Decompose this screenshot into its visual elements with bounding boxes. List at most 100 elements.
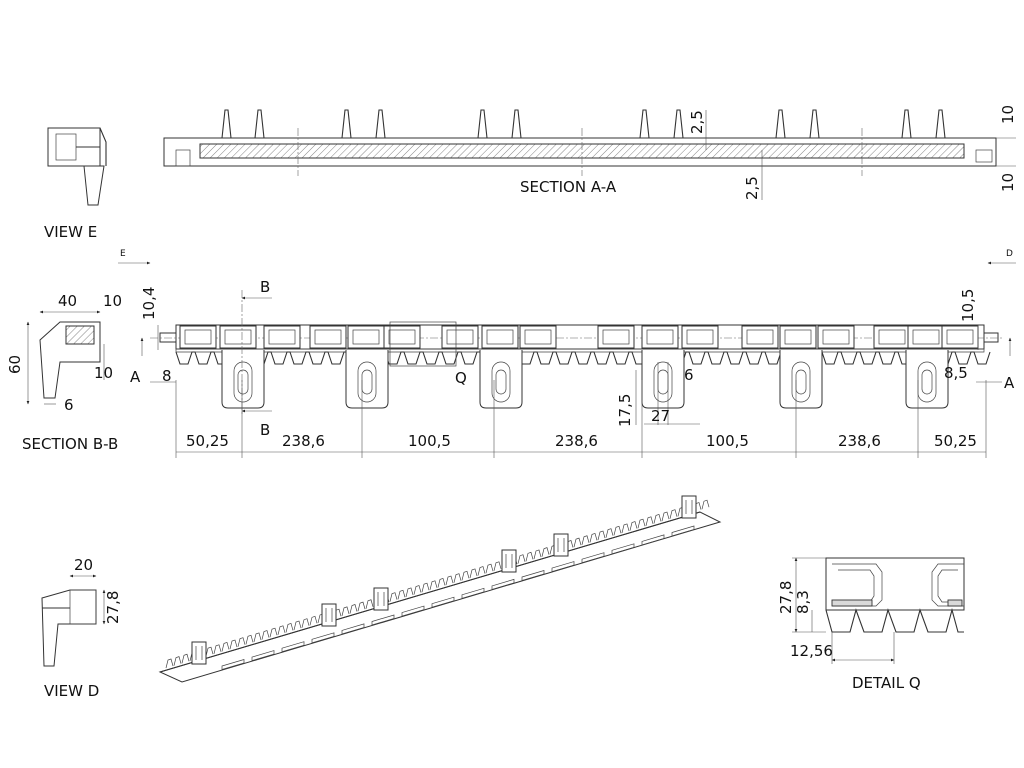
section-aa: 2,5 2,5 10 10 SECTION A-A — [163, 105, 1017, 200]
clip-body — [779, 350, 823, 409]
window-module — [817, 325, 855, 349]
window-inner — [946, 329, 974, 345]
bb-bottom-dim: 6 — [64, 396, 74, 414]
spacing-dim-2: 238,6 — [282, 432, 325, 450]
view-e: VIEW E — [44, 127, 107, 241]
detail-q-marker: Q — [455, 369, 467, 387]
spacing-dim-6: 238,6 — [838, 432, 881, 450]
window-module — [179, 325, 217, 349]
window-module — [309, 325, 347, 349]
window-inner — [314, 329, 342, 345]
iso-slot — [461, 587, 485, 599]
right-height-dim: 10,5 — [959, 289, 977, 322]
window-module — [481, 325, 519, 349]
bb-top-right-dim: 10 — [103, 292, 122, 310]
q-tooth-dim: 8,3 — [794, 590, 812, 614]
iso-slot — [281, 641, 305, 653]
window-module — [907, 325, 945, 349]
aa-right-top-dim: 10 — [999, 105, 1017, 124]
window-inner — [524, 329, 552, 345]
aa-right-bottom-dim: 10 — [999, 173, 1017, 192]
iso-slot — [581, 552, 605, 564]
window-inner — [268, 329, 296, 345]
window-module — [347, 325, 385, 349]
iso-slot — [341, 623, 365, 635]
window-module — [219, 325, 257, 349]
iso-clip — [553, 533, 569, 557]
window-inner — [646, 329, 674, 345]
window-inner — [912, 329, 940, 345]
clip-slot — [791, 361, 811, 403]
cut-a-right: A — [1004, 374, 1015, 392]
left-offset-dim: 8 — [162, 367, 172, 385]
iso-slot — [671, 525, 695, 537]
detail-q-label: DETAIL Q — [852, 674, 921, 692]
iso-slot — [641, 534, 665, 546]
window-inner — [878, 329, 906, 345]
window-module — [873, 325, 911, 349]
window-module — [641, 325, 679, 349]
clip-slot — [233, 361, 253, 403]
window-module — [441, 325, 479, 349]
window-inner — [388, 329, 416, 345]
iso-slot — [401, 605, 425, 617]
window-inner — [746, 329, 774, 345]
clip-slot-inner — [237, 369, 249, 395]
spacing-dim-5: 100,5 — [706, 432, 749, 450]
bb-width-dim: 40 — [58, 292, 77, 310]
clip-slot-inner — [495, 369, 507, 395]
clip-body — [641, 350, 685, 409]
cut-a-left: A — [130, 368, 141, 386]
clip-slot — [357, 361, 377, 403]
view-d-height-dim: 27,8 — [104, 591, 122, 624]
aa-base-dim: 2,5 — [743, 176, 761, 200]
section-aa-label: SECTION A-A — [520, 178, 617, 196]
spacing-dim-4: 238,6 — [555, 432, 598, 450]
iso-slot — [611, 543, 635, 555]
iso-slot — [521, 570, 545, 581]
window-module — [263, 325, 301, 349]
isometric-rack — [158, 495, 722, 683]
clip-slot — [491, 361, 511, 403]
window-inner — [486, 329, 514, 345]
spacing-dim-1: 50,25 — [186, 432, 229, 450]
window-module — [519, 325, 557, 349]
window-module — [941, 325, 979, 349]
clip-body — [905, 350, 949, 409]
window-inner — [602, 329, 630, 345]
window-inner — [446, 329, 474, 345]
aa-rib-dim: 2,5 — [688, 110, 706, 134]
spacing-dim-3: 100,5 — [408, 432, 451, 450]
iso-slot — [431, 596, 455, 608]
view-e-label: VIEW E — [44, 223, 97, 241]
cut-b-bottom: B — [260, 421, 270, 439]
iso-slot — [311, 632, 335, 644]
window-module — [741, 325, 779, 349]
main-view: E D Q A A B B 10,4 10, — [118, 249, 1016, 458]
q-pitch-dim: 12,56 — [790, 642, 833, 660]
iso-slot — [551, 561, 575, 573]
clip-width-dim: 27 — [651, 407, 670, 425]
slot-width-dim: 6 — [684, 366, 694, 384]
iso-slot — [251, 650, 275, 662]
bb-height-dim: 60 — [6, 355, 24, 374]
iso-clip — [501, 549, 517, 573]
bb-right-mid-dim: 10 — [94, 364, 113, 382]
detail-q: 27,8 8,3 12,56 DETAIL Q — [777, 557, 965, 692]
q-height-dim: 27,8 — [777, 581, 795, 614]
view-d: 20 27,8 VIEW D — [41, 556, 122, 700]
window-module — [597, 325, 635, 349]
clip-slot — [653, 361, 673, 403]
arrow-d-label: D — [1006, 249, 1013, 259]
clip-body — [345, 350, 389, 409]
view-d-label: VIEW D — [44, 682, 99, 700]
window-module — [383, 325, 421, 349]
left-height-dim: 10,4 — [140, 287, 158, 320]
window-inner — [822, 329, 850, 345]
iso-clip — [681, 495, 697, 519]
window-module — [681, 325, 719, 349]
window-inner — [784, 329, 812, 345]
clip-body — [479, 350, 523, 409]
cut-b-top: B — [260, 278, 270, 296]
